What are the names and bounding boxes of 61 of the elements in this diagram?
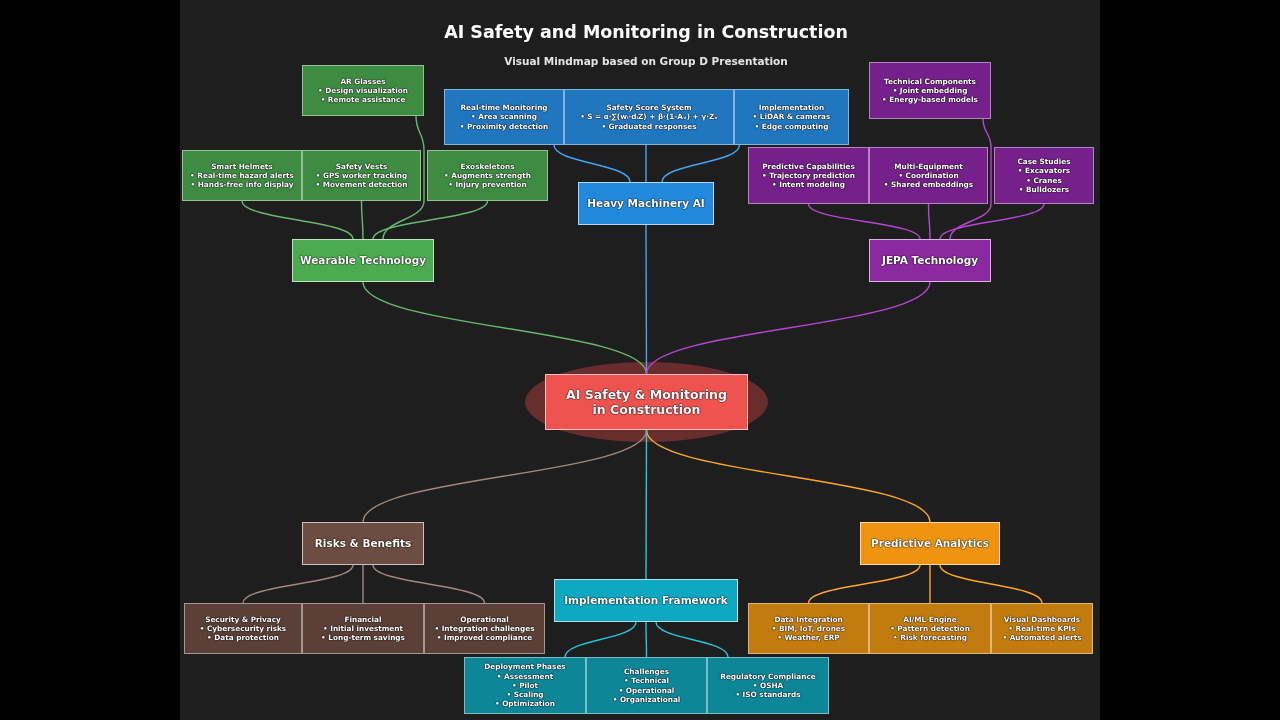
topic-box (869, 147, 988, 204)
topic-box (464, 657, 586, 714)
connector-line (382, 115, 425, 240)
connector-line (645, 429, 648, 580)
branch-box (860, 522, 1000, 565)
branch-box (578, 182, 714, 225)
branch-box (554, 579, 738, 622)
topic-box (302, 603, 424, 654)
diagram-subtitle: Visual Mindmap based on Group D Presentation (504, 54, 788, 68)
topic-box (707, 657, 829, 714)
topic-box (748, 147, 869, 204)
connector-line (939, 203, 1045, 240)
topic-box (302, 150, 421, 201)
connector-line (949, 118, 992, 240)
branch-box (302, 522, 424, 565)
connector-line (241, 200, 354, 240)
topic-box (182, 150, 302, 201)
connector-line (645, 621, 648, 658)
connector-line (645, 281, 931, 375)
connector-line (927, 203, 931, 240)
connector-line (362, 281, 648, 375)
topic-box (748, 603, 869, 654)
connector-line (929, 564, 931, 604)
connector-line (645, 144, 647, 183)
connector-line (242, 564, 354, 604)
connector-line (553, 144, 631, 183)
connector-line (661, 144, 741, 183)
topic-box (184, 603, 302, 654)
connector-line (807, 203, 921, 240)
central-topic-title: AI Safety & Monitoring in Construction (565, 387, 728, 417)
topic-box (869, 603, 991, 654)
topic-box (994, 147, 1094, 204)
topic-box (991, 603, 1093, 654)
branch-box (292, 239, 434, 282)
branch-title: Risks & Benefits (314, 537, 412, 550)
connector-line (564, 621, 637, 658)
topic-box (427, 150, 548, 201)
connector-line (372, 564, 486, 604)
connector-line (645, 429, 931, 523)
diagram-title: AI Safety and Monitoring in Construction (444, 21, 848, 43)
connector-line (807, 564, 921, 604)
topic-box (564, 89, 734, 145)
topic-box (444, 89, 564, 145)
branch-title: Implementation Framework (564, 594, 728, 607)
connector-line (939, 564, 1043, 604)
connector-line (362, 564, 364, 604)
topic-box (302, 65, 424, 116)
branch-title: Wearable Technology (300, 254, 426, 267)
connector-line (360, 200, 364, 240)
topic-box (424, 603, 545, 654)
connector-line (362, 429, 648, 523)
topic-box (586, 657, 707, 714)
connector-line (372, 200, 489, 240)
topic-box (734, 89, 849, 145)
central-topic-box (545, 374, 748, 430)
branch-title: Heavy Machinery AI (587, 197, 705, 210)
branch-title: JEPA Technology (881, 254, 978, 267)
branch-title: Predictive Analytics (871, 537, 989, 550)
connector-line (655, 621, 729, 658)
branch-box (869, 239, 991, 282)
topic-box (869, 62, 991, 119)
